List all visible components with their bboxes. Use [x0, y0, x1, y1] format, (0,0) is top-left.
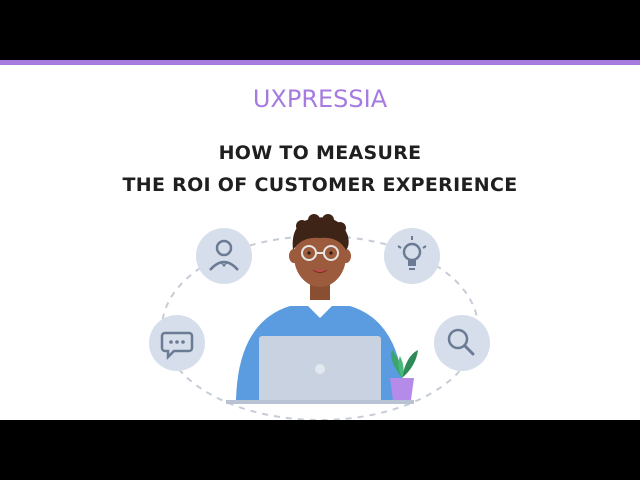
brand-logo: UXPRESSIA [252, 85, 388, 113]
illustration [149, 214, 490, 420]
person-icon [196, 228, 252, 284]
chat-icon [149, 315, 205, 371]
lightbulb-icon [384, 228, 440, 284]
laptop [226, 336, 414, 404]
headline-line-1: HOW TO MEASURE [218, 142, 422, 164]
thumbnail-panel: UXPRESSIA HOW TO MEASURE THE ROI OF CUST… [0, 60, 640, 420]
accent-line [0, 60, 640, 65]
potted-plant [390, 350, 418, 400]
search-icon [434, 315, 490, 371]
headline-line-2: THE ROI OF CUSTOMER EXPERIENCE [122, 174, 518, 196]
